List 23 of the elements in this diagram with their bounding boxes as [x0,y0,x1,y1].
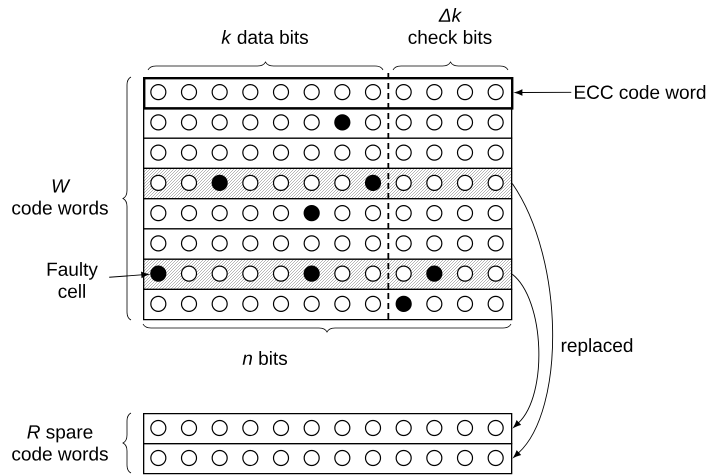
arrow [512,274,540,428]
code-word-row [143,198,512,230]
brace-label: Δk check bits [408,8,492,44]
code-word-row [143,258,512,290]
note-text: replaced [562,338,632,356]
code-word-row [143,413,512,444]
code-word-row [143,138,512,170]
code-word-row [143,443,512,474]
code-word-row [143,288,512,320]
code-word-row [143,228,512,260]
callout-text: ECC code word [575,85,706,99]
code-word-row [143,168,512,200]
brace-label: k data bits [222,30,308,44]
brace-label: W code words [12,179,108,215]
arrow [512,183,554,458]
brace-label: n bits [242,351,288,365]
faulty-cell [150,266,166,282]
code-word-row [143,77,514,110]
callout-text: Faulty cell [48,262,98,298]
brace-label: R spare code words [12,425,108,461]
code-word-row [143,107,512,139]
arrow [514,89,572,96]
arrow [108,272,149,278]
